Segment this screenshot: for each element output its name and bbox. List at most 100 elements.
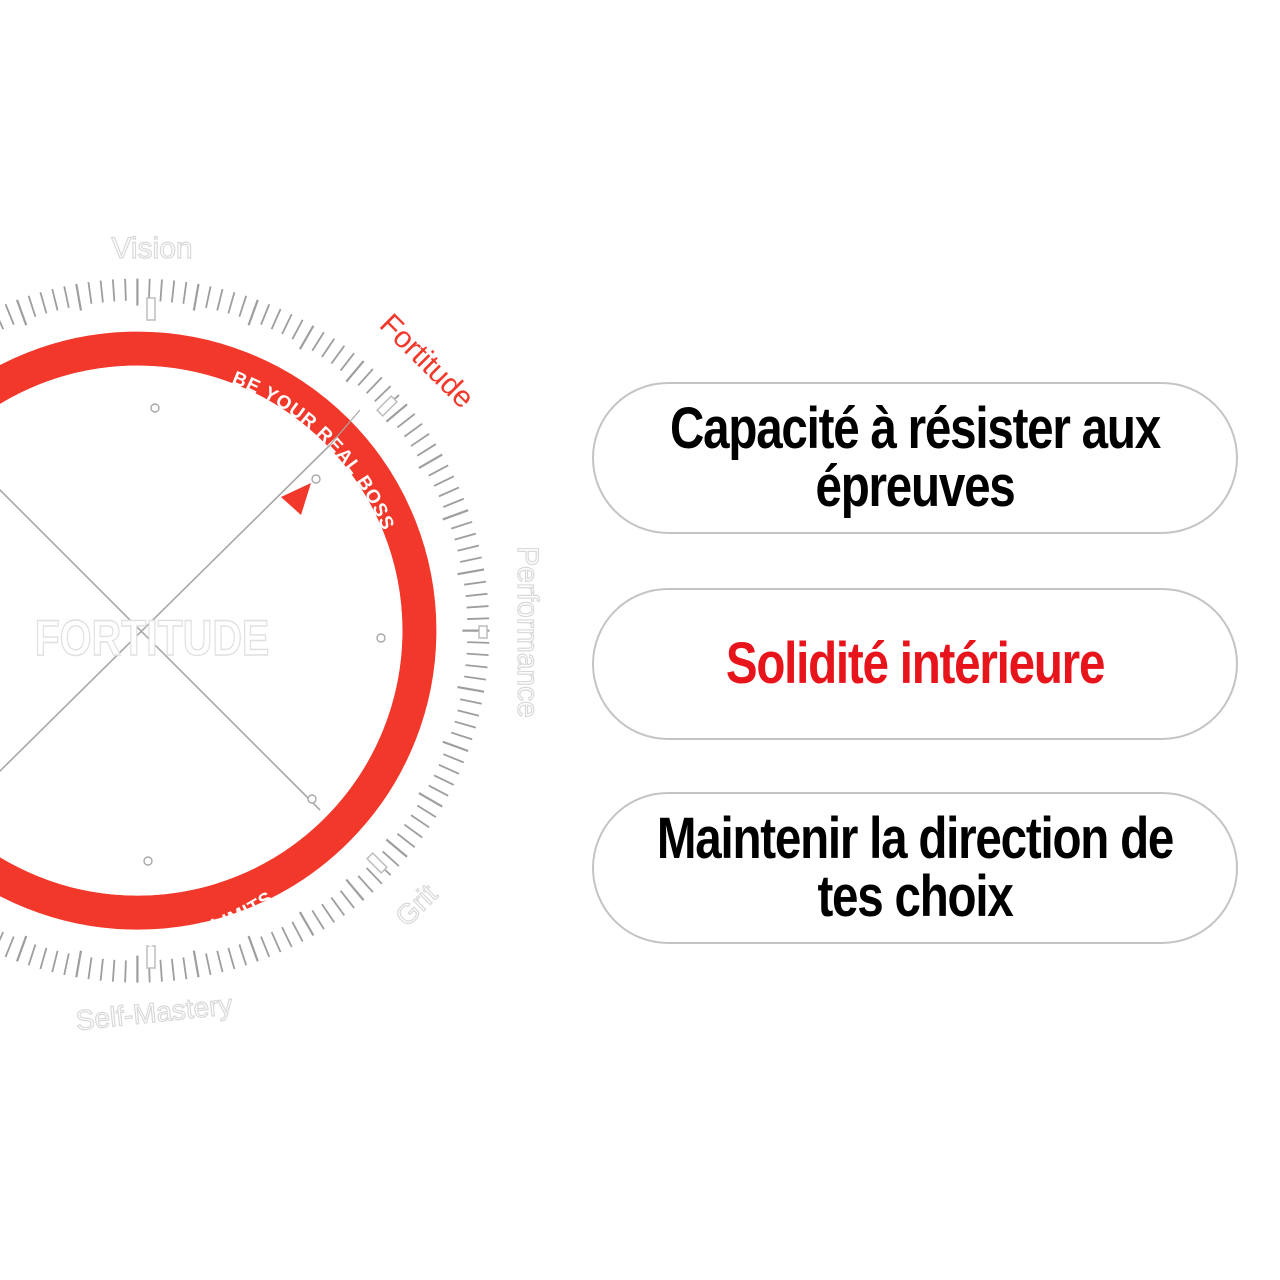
tick-mark <box>63 953 70 976</box>
tick-mark <box>433 774 455 786</box>
tick-mark <box>87 281 93 304</box>
tick-mark <box>454 720 477 729</box>
tick-mark <box>270 931 282 953</box>
tick-mark <box>27 295 37 318</box>
tick-mark <box>365 376 383 394</box>
tick-mark <box>465 664 488 669</box>
tick-mark <box>311 331 325 352</box>
label-vision: Vision <box>111 232 192 265</box>
tick-mark <box>396 833 416 849</box>
tick-mark <box>330 897 346 916</box>
card-solidity: Solidité intérieure <box>592 588 1238 740</box>
tick-mark <box>450 731 473 741</box>
tick-mark <box>442 509 469 521</box>
card-direction-text: Maintenir la direction de tes choix <box>656 806 1175 929</box>
tick-mark <box>403 422 423 438</box>
tick-mark <box>311 909 325 930</box>
tick-mark <box>466 605 489 609</box>
red-ring <box>0 331 437 930</box>
tick-mark <box>124 960 127 983</box>
dial-dot-bottom <box>143 856 153 866</box>
tick-mark <box>467 641 490 644</box>
tick-mark <box>339 890 355 909</box>
tick-mark <box>270 308 282 330</box>
cross-line-b <box>0 444 331 773</box>
tick-mark <box>111 279 116 302</box>
dial-dot-se <box>307 794 317 804</box>
tick-mark <box>298 911 315 936</box>
tick-mark <box>438 486 460 498</box>
tick-mark <box>170 958 176 981</box>
tick-mark <box>281 926 293 948</box>
tick-mark <box>87 957 93 980</box>
tick-mark <box>438 764 460 775</box>
tick-mark <box>99 280 104 303</box>
cross-line-a <box>0 488 321 811</box>
tick-mark <box>460 698 482 705</box>
tick-mark <box>385 403 408 423</box>
tick-mark <box>63 286 70 308</box>
tick-mark <box>464 675 487 681</box>
tick-mark <box>281 313 293 335</box>
tick-mark <box>192 283 200 311</box>
tick-mark <box>192 950 200 978</box>
tick-mark <box>298 325 315 350</box>
tick-mark <box>457 685 485 693</box>
tick-mark <box>15 299 28 326</box>
tick-mark <box>428 784 449 797</box>
tick-mark <box>205 953 212 976</box>
tick-mark <box>238 295 248 318</box>
compass-needle-icon <box>281 483 311 515</box>
tick-mark <box>216 288 224 311</box>
tick-marker-bottom <box>146 945 156 969</box>
tick-mark <box>39 947 48 970</box>
tick-marker-right <box>478 625 488 639</box>
tick-mark <box>260 936 271 958</box>
tick-mark <box>416 804 437 818</box>
tick-mark <box>418 792 443 808</box>
tick-mark <box>75 283 83 311</box>
tick-mark <box>159 959 163 982</box>
card-solidity-text: Solidité intérieure <box>725 631 1106 696</box>
tick-mark <box>291 921 304 942</box>
tick-mark <box>396 413 416 429</box>
tick-mark <box>260 303 271 325</box>
tick-mark <box>182 957 188 980</box>
tick-mark <box>39 291 48 314</box>
tick-mark <box>382 850 400 867</box>
tick-marker-ne <box>376 395 398 417</box>
tick-mark <box>428 464 449 477</box>
cross-line-b-ext <box>329 409 361 446</box>
tick-mark <box>0 319 4 330</box>
tick-mark <box>345 878 365 901</box>
tick-mark <box>466 652 489 657</box>
tick-mark <box>291 319 304 340</box>
tick-mark <box>247 299 259 326</box>
tick-mark <box>4 936 15 958</box>
tick-mark <box>457 544 480 552</box>
tick-mark <box>99 958 104 981</box>
center-word: FORTITUDE <box>35 610 270 666</box>
tick-mark <box>416 443 437 457</box>
tick-mark <box>148 278 151 301</box>
tick-marker-top <box>146 297 156 321</box>
dial-dot-right <box>376 633 386 643</box>
tick-mark <box>467 617 490 620</box>
tick-mark <box>454 532 477 541</box>
tick-mark <box>182 281 188 304</box>
card-direction: Maintenir la direction de tes choix <box>592 792 1238 944</box>
tick-mark <box>374 385 392 403</box>
tick-mark <box>443 753 465 764</box>
tick-mark <box>357 875 374 893</box>
tick-mark <box>339 352 355 372</box>
tick-mark <box>410 814 430 829</box>
card-capacity: Capacité à résister aux épreuves <box>592 382 1238 534</box>
tick-mark <box>330 345 346 365</box>
tick-mark <box>443 497 465 508</box>
tick-mark <box>247 935 259 962</box>
tick-mark <box>321 903 335 923</box>
tick-mark <box>385 838 408 858</box>
tick-mark <box>357 368 374 386</box>
tick-mark <box>403 823 423 839</box>
tick-mark <box>205 286 212 308</box>
